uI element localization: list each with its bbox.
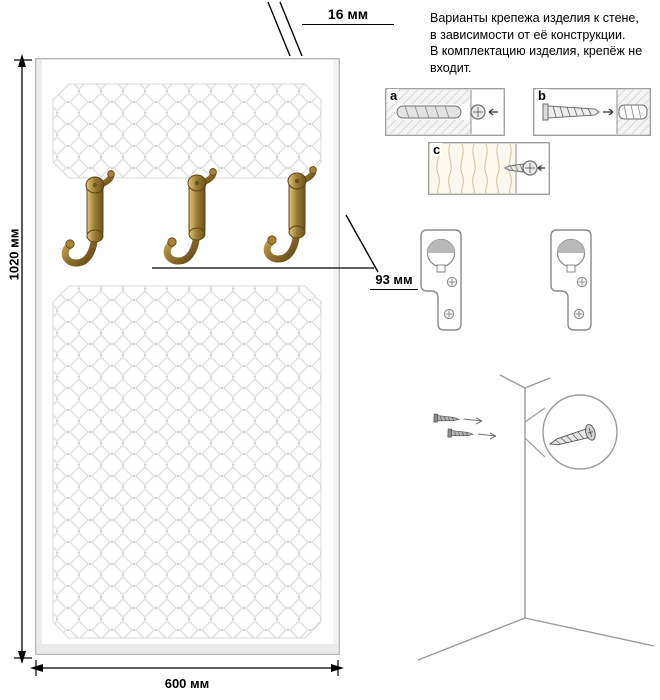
quilted-top-section [52,83,322,179]
width-dimension-arrow [30,660,344,676]
panel-bottom-shade [37,644,338,653]
insert-arrow-icon [603,108,614,116]
fastener-variant-c-diagram [428,142,550,195]
wall-corner-sketch [417,374,655,661]
variant-c-label: c [431,142,443,157]
screw-icon [447,428,474,439]
note-line-1: Варианты крепежа изделия к стене, [430,11,639,25]
coat-rack-drawing [35,58,340,655]
quilted-bottom-section [52,285,322,639]
hook-offset-dimension-label: 93 мм [370,272,418,290]
note-line-3: В комплектацию изделия, крепёж не [430,44,643,58]
panel-left-shade [37,60,42,653]
corner-lines [417,374,655,661]
height-dimension-label: 1020 мм [6,228,22,281]
screw-icon [433,413,460,424]
direction-arrow-icon [477,432,497,440]
insert-arrow-icon [537,165,545,171]
panel-right-shade [333,60,338,653]
fastener-variant-b-diagram [533,88,651,136]
keyhole-bracket-right [550,229,592,331]
hook-offset-dimension-lines [152,214,379,273]
direction-arrow-icon [463,417,483,425]
variant-a-label: a [388,88,400,103]
fastener-variant-a-diagram [385,88,505,136]
insert-arrow-icon [488,108,498,116]
thickness-dimension-lines [267,1,303,57]
width-dimension-label: 600 мм [164,676,210,691]
note-line-4: входит. [430,60,472,75]
variant-b-label: b [536,88,548,103]
height-dimension-arrow [14,54,32,664]
thickness-dimension-label: 16 мм [302,6,394,25]
screw-icon [542,103,549,121]
mounting-note: Варианты крепежа изделия к стене, в зави… [430,10,656,76]
note-line-2: в зависимости от её конструкции. [430,27,626,42]
magnified-screw-icon [548,424,596,446]
keyhole-bracket-left [420,229,462,331]
